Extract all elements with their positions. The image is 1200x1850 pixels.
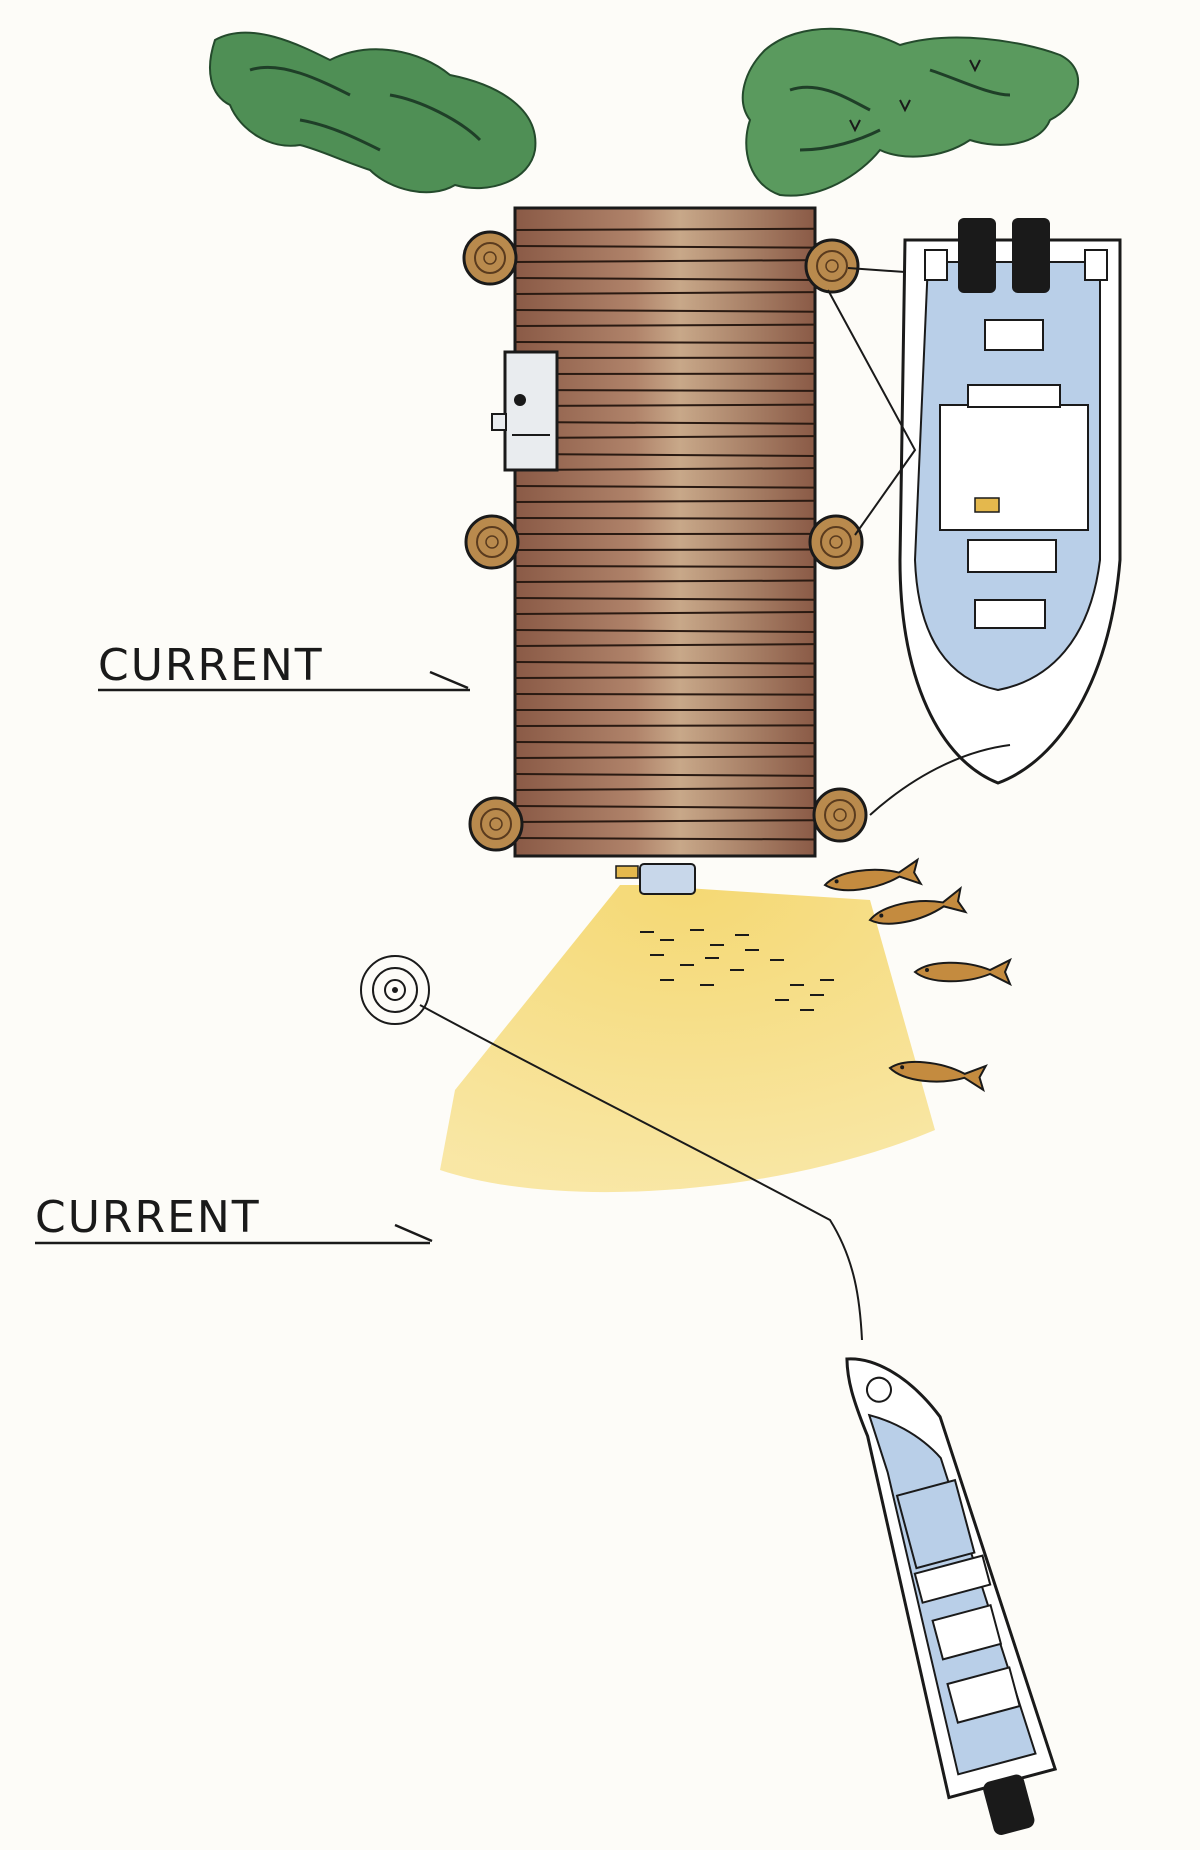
dock-plank (514, 787, 816, 791)
anchored-boat-icon (845, 1357, 1058, 1835)
dock-plank (514, 435, 816, 439)
piling-icon (464, 514, 520, 570)
piling-icon (462, 230, 518, 286)
dock-plank (514, 277, 816, 281)
dock-plank (514, 579, 816, 583)
dock-plank (514, 341, 816, 344)
fish-icon (888, 1060, 988, 1093)
dock-plank (514, 499, 816, 503)
dock-plank (514, 323, 816, 327)
dock-plank (514, 389, 816, 392)
dock-planks (514, 227, 816, 841)
dock-plank (514, 517, 816, 520)
dock-plank (514, 611, 816, 615)
fish-icon (913, 957, 1012, 987)
dock-plank (514, 227, 816, 231)
anchor-line (419, 1004, 863, 1341)
fish-group (823, 857, 1012, 1093)
dock-plank (514, 837, 816, 841)
dock-plank (514, 661, 816, 665)
dock-plank (514, 453, 816, 457)
dock-plank (514, 421, 816, 425)
dock-plank (514, 403, 816, 407)
dock-plank (514, 741, 816, 745)
piling-icon (468, 796, 524, 852)
dock-plank (514, 819, 816, 823)
dock-plank (514, 467, 816, 471)
dock-plank (514, 259, 816, 263)
dock-plank (514, 245, 816, 249)
mooring-lines (827, 267, 1011, 816)
tree-canopy-left-icon (209, 31, 537, 194)
dock-pilings (462, 230, 868, 852)
current-label-top: CURRENT (98, 640, 324, 691)
dock-plank (514, 805, 816, 809)
dock-plank (514, 755, 816, 759)
current-indicator-top: CURRENT (98, 640, 470, 692)
fish-icon (823, 857, 923, 892)
dock-plank (514, 724, 816, 727)
tree-canopy-right-icon (741, 27, 1079, 197)
dock-plank (514, 693, 816, 696)
docked-boat-icon (898, 218, 1122, 785)
underwater-light-icon (440, 863, 935, 1193)
current-label-bottom: CURRENT (35, 1192, 261, 1243)
dock-plank (514, 309, 816, 313)
dock-plank (514, 675, 816, 679)
piling-icon (804, 238, 860, 294)
dock-plank (514, 597, 816, 601)
dock-plank (514, 643, 816, 647)
current-indicator-bottom: CURRENT (35, 1192, 433, 1245)
dock-box-icon (491, 350, 559, 472)
dock-icon (491, 206, 817, 858)
piling-icon (812, 787, 868, 843)
dock-plank (514, 629, 816, 633)
dock-plank (514, 773, 816, 777)
dock-plank (514, 291, 816, 295)
piling-icon (808, 514, 864, 570)
dock-plank (514, 485, 816, 489)
anchor-buoy-icon (360, 955, 430, 1025)
fish-icon (868, 886, 968, 925)
dock-plank (514, 565, 816, 568)
baitfish-school (640, 929, 834, 1011)
